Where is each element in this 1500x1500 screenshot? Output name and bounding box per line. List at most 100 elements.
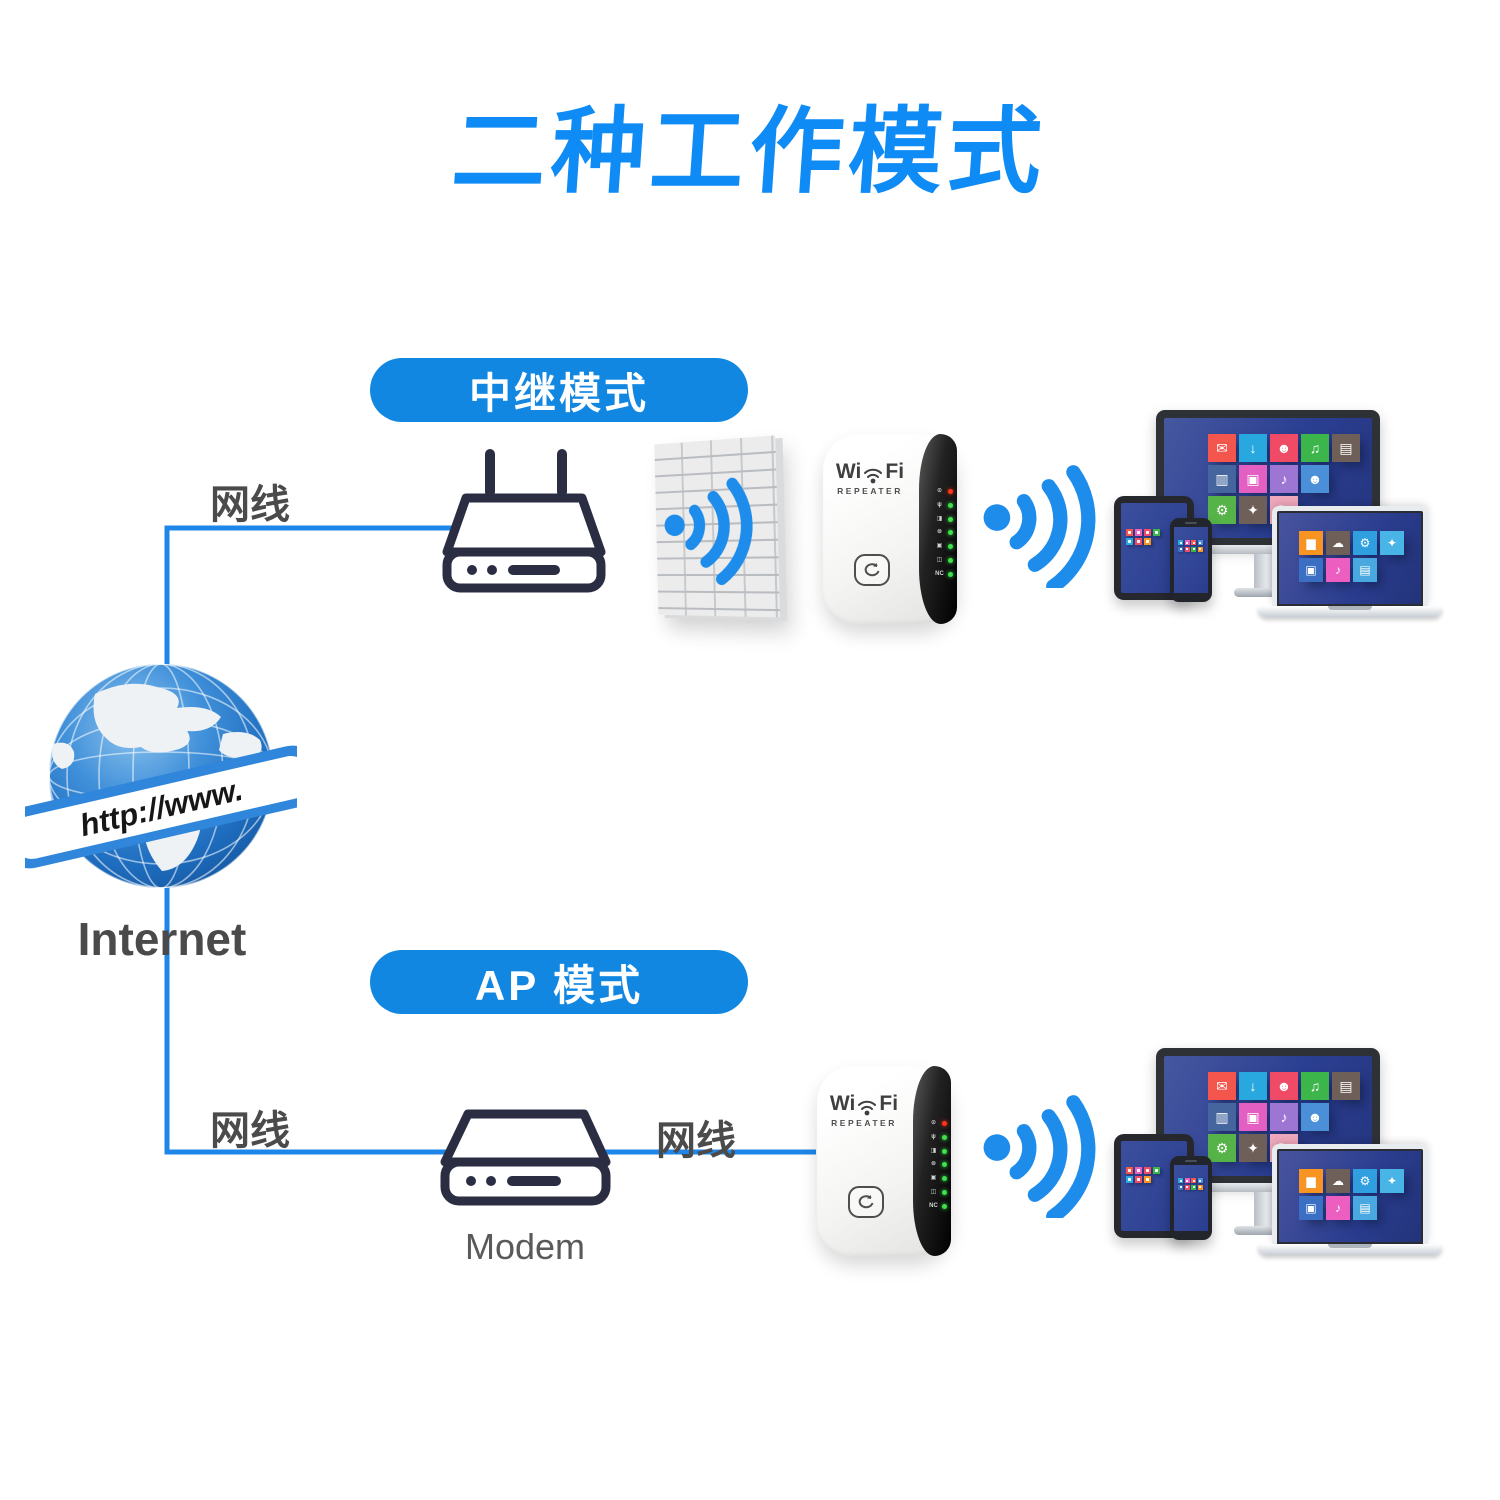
laptop-notch: [1328, 606, 1372, 610]
handshake-tile: ✦: [1239, 1134, 1267, 1162]
document-tile: ▤: [1332, 434, 1360, 462]
wifi-logo-icon: [858, 1100, 877, 1116]
monitor-chin: [1156, 545, 1380, 554]
laptop-screen: ▆☁⚙✦▣♪▤: [1272, 1144, 1428, 1244]
cloud-tile: ☁: [1326, 1169, 1350, 1193]
mini-app-tile: [1191, 1178, 1196, 1183]
repeater-brand: Wi Fi: [823, 460, 917, 484]
user-tile: ☻: [1270, 434, 1298, 462]
phone-app-tiles: [1178, 1178, 1203, 1191]
mini-app-tile: [1144, 538, 1151, 545]
folder-tile: ▣: [1299, 558, 1323, 582]
folder-tile: ▣: [1239, 465, 1267, 493]
brand-fi: Fi: [879, 1092, 899, 1115]
mini-app-tile: [1191, 1184, 1196, 1190]
person-tile: ☻: [1301, 1103, 1329, 1131]
laptop: ▆☁⚙✦▣♪▤: [1258, 1144, 1442, 1255]
laptop-base: [1258, 606, 1442, 617]
mini-app-tile: [1126, 1167, 1133, 1174]
document-tile: ▤: [1353, 1196, 1377, 1220]
laptop: ▆☁⚙✦▣♪▤: [1258, 506, 1442, 617]
repeater-brand: Wi Fi: [817, 1092, 911, 1116]
power-led: ⊙: [929, 1120, 947, 1127]
laptop-app-tiles: ▆☁⚙✦▣♪▤: [1299, 1169, 1404, 1223]
mini-app-tile: [1135, 1167, 1142, 1174]
mini-app-tile: [1178, 1184, 1183, 1190]
mini-app-tile: [1144, 1167, 1151, 1174]
monitor-app-tiles: ✉↓☻♫▤▥▣♪☻⚙✦↻: [1208, 434, 1360, 527]
phone-app-tiles: [1178, 540, 1203, 553]
mini-app-tile: [1126, 1176, 1133, 1183]
wps-button: [848, 1186, 884, 1218]
volume-tile: ♫: [1301, 434, 1329, 462]
wifi-signal-icon: [663, 468, 755, 588]
signal-led: ◨: [929, 1148, 947, 1155]
document-tile: ▤: [1332, 1072, 1360, 1100]
signal-led: ◨: [935, 516, 953, 523]
handshake-tile: ✦: [1239, 496, 1267, 524]
brand-wi: Wi: [835, 460, 862, 483]
mini-app-tile: [1126, 529, 1133, 536]
wps-arrows-icon: [858, 1195, 874, 1209]
wifi-repeater-device: Wi Fi REPEATER ⊙ψ◨⊚▣◫NC: [817, 1066, 951, 1256]
wps-button: [854, 554, 890, 586]
tablet-app-tiles: [1126, 1167, 1160, 1185]
download-tile: ↓: [1239, 1072, 1267, 1100]
led-column: ⊙ψ◨⊚▣◫NC: [935, 488, 953, 578]
mini-app-tile: [1153, 1167, 1160, 1174]
mini-app-tile: [1144, 1176, 1151, 1183]
router-icon: [442, 449, 606, 593]
mini-app-tile: [1197, 546, 1203, 552]
phone-screen: [1174, 1165, 1208, 1231]
wifi-signal-icon: [982, 462, 1096, 594]
mini-app-tile: [1144, 529, 1151, 536]
speaker-tile: ♪: [1270, 465, 1298, 493]
nc-led: NC: [929, 1203, 947, 1210]
repeater-led-panel: [919, 434, 957, 624]
monitor-base: [1234, 588, 1302, 597]
cable-label-bottom-left: 网线: [210, 1109, 290, 1153]
user-tile: ☻: [1270, 1072, 1298, 1100]
gear-tile: ⚙: [1353, 531, 1377, 555]
wps-arrows-icon: [864, 563, 880, 577]
ethernet-led: ◫: [929, 1189, 947, 1196]
phone-screen: [1174, 527, 1208, 593]
mini-app-tile: [1178, 540, 1183, 545]
trash-tile: ▥: [1208, 1103, 1236, 1131]
handshake-tile: ✦: [1380, 531, 1404, 555]
cable-label-bottom-right: 网线: [656, 1119, 736, 1163]
monitor-app-tiles: ✉↓☻♫▤▥▣♪☻⚙✦↻: [1208, 1072, 1360, 1165]
mini-app-tile: [1191, 546, 1196, 552]
page-title: 二种工作模式: [448, 99, 1051, 204]
smartphone: [1170, 1156, 1212, 1240]
cloud-tile: ☁: [1326, 531, 1350, 555]
repeater-led-panel: [913, 1066, 951, 1256]
handshake-tile: ✦: [1380, 1169, 1404, 1193]
mini-app-tile: [1178, 1178, 1183, 1183]
monitor-screen: ✉↓☻♫▤▥▣♪☻⚙✦↻: [1164, 1056, 1372, 1176]
mini-app-tile: [1184, 1184, 1190, 1190]
mini-app-tile: [1135, 1176, 1142, 1183]
modem-icon: [440, 1109, 611, 1206]
speaker-tile: ♪: [1270, 1103, 1298, 1131]
wps-led: ⊚: [935, 529, 953, 536]
wifi-repeater-device: Wi Fi REPEATER ⊙ψ◨⊚▣◫NC: [823, 434, 957, 624]
chart-tile: ▆: [1299, 1169, 1323, 1193]
cable-label-top: 网线: [210, 483, 290, 527]
speaker-tile: ♪: [1326, 1196, 1350, 1220]
laptop-app-tiles: ▆☁⚙✦▣♪▤: [1299, 531, 1404, 585]
nc-led: NC: [935, 571, 953, 578]
monitor-chin: [1156, 1183, 1380, 1192]
person-tile: ☻: [1301, 465, 1329, 493]
gear-tile: ⚙: [1353, 1169, 1377, 1193]
wifi-signal-icon: [982, 1092, 1096, 1224]
volume-tile: ♫: [1301, 1072, 1329, 1100]
mini-app-tile: [1197, 540, 1203, 545]
wps-led: ⊚: [929, 1161, 947, 1168]
gear-tile: ⚙: [1208, 496, 1236, 524]
repeater-subtitle: REPEATER: [837, 486, 903, 496]
mode2-badge: AP 模式: [370, 950, 748, 1014]
lan-led: ▣: [935, 543, 953, 550]
brand-wi: Wi: [829, 1092, 856, 1115]
